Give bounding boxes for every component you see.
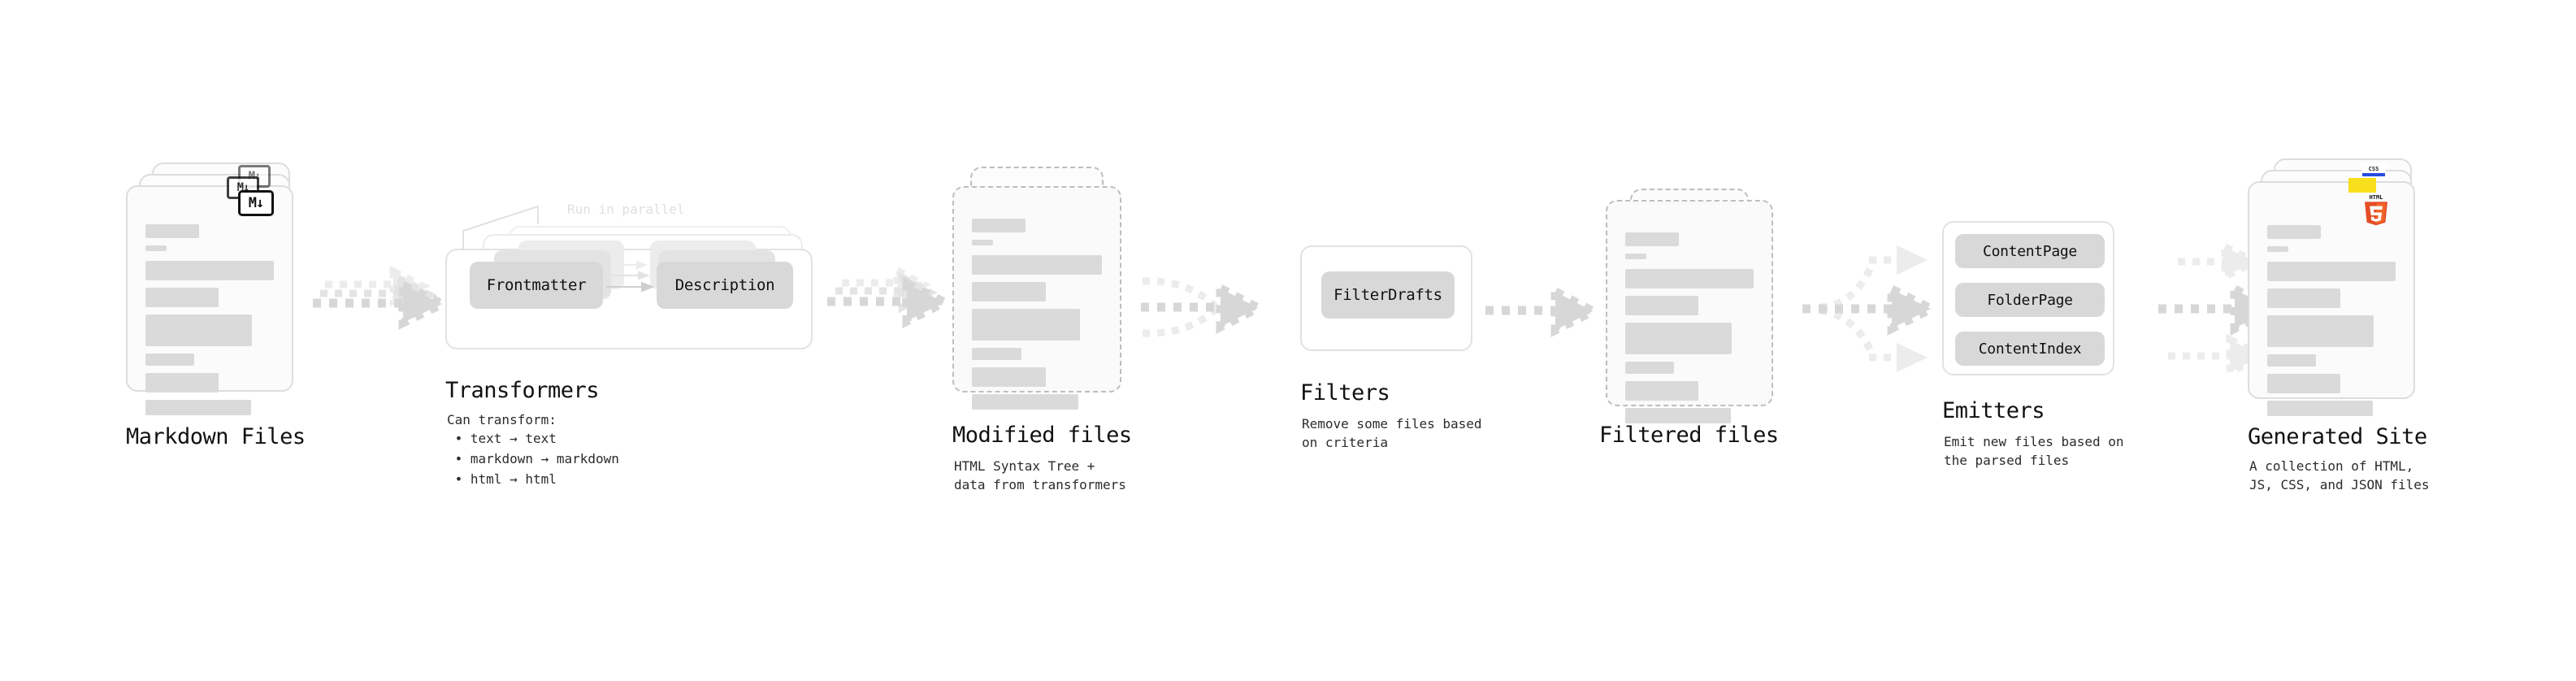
html5-badge: HTML	[2361, 193, 2391, 230]
modified-card-stack	[952, 167, 1123, 419]
folderpage-node[interactable]: FolderPage	[1955, 283, 2105, 317]
connector-filtered-to-emitters	[1802, 245, 1941, 372]
stage-modified-files	[952, 167, 1123, 419]
generated-site-card-stack: CSS HTML	[2248, 158, 2422, 416]
filters-group-box: FilterDrafts	[1300, 245, 1472, 351]
list-item-label: text → text	[470, 431, 557, 446]
transformers-subtitle: Can transform:	[447, 412, 557, 427]
filters-title: Filters	[1300, 380, 1390, 406]
site-placeholder-lines	[2267, 225, 2396, 423]
html5-badge-wordmark: HTML	[2370, 194, 2383, 201]
run-in-parallel-leader	[462, 205, 539, 257]
run-in-parallel-label: Run in parallel	[567, 202, 685, 217]
stage-filtered-files	[1606, 189, 1776, 432]
modified-placeholder-lines	[972, 219, 1102, 417]
list-item: • html → html	[447, 471, 557, 487]
transformers-group-front: Frontmatter Description	[445, 241, 813, 349]
markdown-files-title: Markdown Files	[126, 424, 306, 449]
list-item: • text → text	[447, 431, 557, 446]
list-item: • markdown → markdown	[447, 450, 619, 466]
css-badge-label: CSS	[2368, 166, 2379, 172]
markdown-badge-glyph: M↓	[248, 194, 265, 211]
emitters-subtitle: Emit new files based on the parsed files	[1944, 434, 2124, 469]
site-card-front	[2248, 181, 2415, 416]
markdown-placeholder-lines	[145, 224, 274, 423]
html5-shield-icon: HTML	[2365, 194, 2387, 226]
emitters-group-box: ContentPage FolderPage ContentIndex	[1942, 221, 2114, 375]
list-item-label: html → html	[470, 471, 557, 487]
css-badge: CSS	[2361, 163, 2386, 176]
markdown-card-stack: M↓ M↓ M↓	[126, 163, 297, 415]
transformer-inner-arrows	[606, 260, 655, 293]
modified-files-title: Modified files	[952, 423, 1132, 448]
transformers-title: Transformers	[445, 378, 600, 403]
connector-modified-to-filters	[1141, 277, 1268, 337]
frontmatter-node[interactable]: Frontmatter	[470, 262, 603, 309]
js-badge	[2348, 178, 2376, 193]
css-badge-bar	[2362, 173, 2385, 176]
generated-site-subtitle: A collection of HTML, JS, CSS, and JSON …	[2249, 458, 2430, 493]
contentpage-node[interactable]: ContentPage	[1955, 234, 2105, 268]
transformers-bullet-list: • text → text • markdown → markdown • ht…	[447, 429, 619, 489]
markdown-card-front	[126, 185, 293, 415]
connector-markdown-to-transformers	[313, 265, 453, 330]
description-node[interactable]: Description	[657, 262, 793, 309]
stage-markdown-files: M↓ M↓ M↓	[126, 163, 297, 415]
stage-generated-site: CSS HTML	[2248, 158, 2422, 416]
connector-filters-to-filtered	[1485, 284, 1603, 337]
markdown-badge-front: M↓	[238, 190, 274, 216]
contentindex-node[interactable]: ContentIndex	[1955, 332, 2105, 366]
filtered-files-title: Filtered files	[1599, 423, 1779, 448]
filterdrafts-node[interactable]: FilterDrafts	[1321, 271, 1455, 319]
emitters-title: Emitters	[1942, 398, 2045, 423]
filters-subtitle: Remove some files based on criteria	[1302, 416, 1482, 451]
filtered-placeholder-lines	[1625, 232, 1754, 431]
list-item-label: markdown → markdown	[470, 450, 619, 466]
filtered-card-front	[1606, 200, 1773, 423]
modified-card-front	[952, 186, 1121, 410]
filtered-card-stack	[1606, 189, 1776, 432]
generated-site-title: Generated Site	[2248, 424, 2427, 449]
modified-files-subtitle: HTML Syntax Tree + data from transformer…	[954, 458, 1126, 493]
connector-transformers-to-modified	[827, 264, 955, 328]
